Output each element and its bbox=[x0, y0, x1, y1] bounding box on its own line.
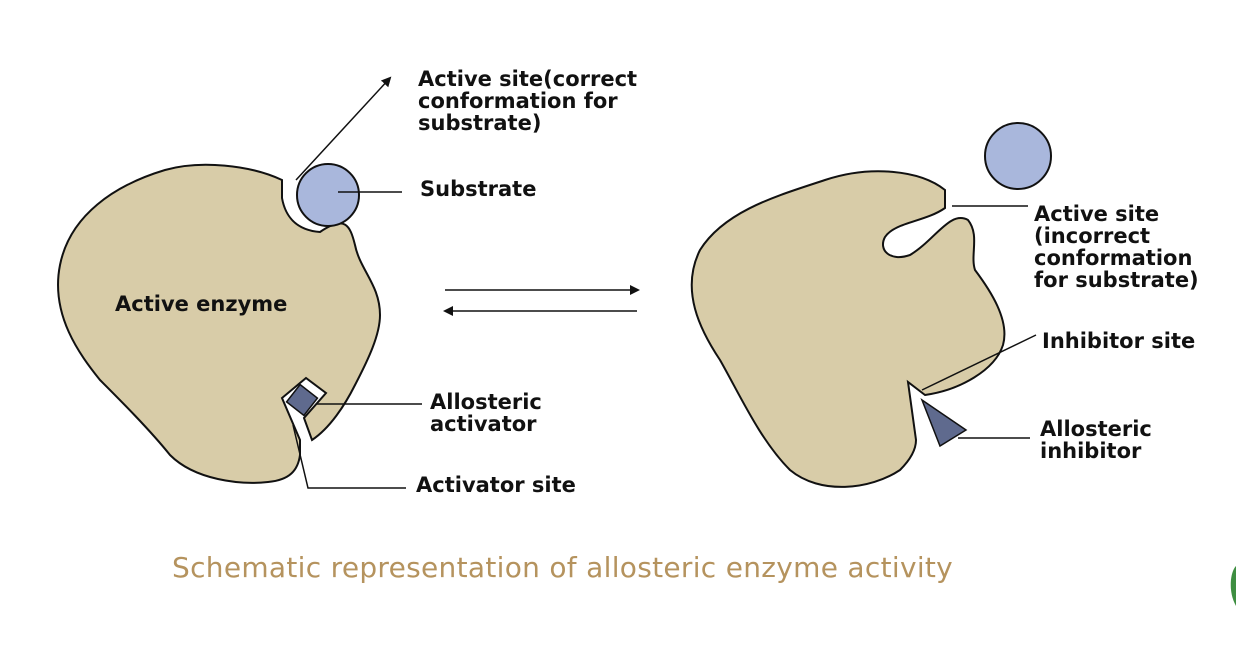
allosteric-inhibitor-shape bbox=[920, 398, 968, 448]
label-active-enzyme: Active enzyme bbox=[115, 292, 288, 316]
leader-active-site-correct bbox=[295, 76, 392, 181]
inactive-enzyme-shape bbox=[690, 170, 1006, 488]
label-active-site-correct: Active site(correct conformation for sub… bbox=[418, 67, 638, 135]
edge-mark bbox=[1230, 566, 1236, 606]
active-enzyme-shape bbox=[57, 163, 382, 484]
label-activator-site: Activator site bbox=[416, 473, 576, 497]
label-inhibitor-site: Inhibitor site bbox=[1042, 329, 1196, 353]
allosteric-activator-shape bbox=[285, 383, 319, 417]
leader-inhibitor-site bbox=[921, 334, 1037, 391]
label-active-site-incorrect: Active site (incorrect conformation for … bbox=[1034, 202, 1199, 292]
label-allosteric-activator: Allosteric activator bbox=[430, 390, 542, 436]
substrate-bound bbox=[296, 163, 360, 227]
diagram-caption: Schematic representation of allosteric e… bbox=[172, 551, 954, 584]
label-allosteric-inhibitor: Allosteric inhibitor bbox=[1040, 417, 1152, 463]
leader-activator-site bbox=[292, 424, 406, 489]
substrate-free bbox=[984, 122, 1052, 190]
label-substrate: Substrate bbox=[420, 177, 537, 201]
